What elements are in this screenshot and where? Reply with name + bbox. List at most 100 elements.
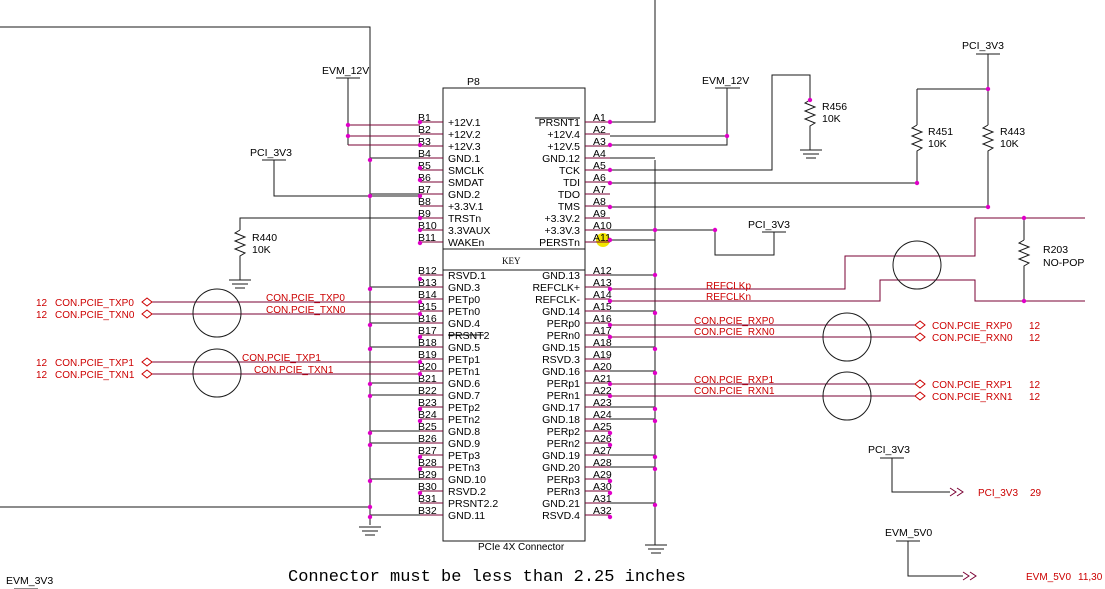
connector-body xyxy=(442,87,586,542)
net-txp0: CON.PCIE_TXP0 xyxy=(266,293,345,304)
left-offpage-net: CON.PCIE_TXP0 xyxy=(55,298,134,309)
junction-dot xyxy=(985,86,991,92)
r456-body xyxy=(803,99,817,150)
r203-body xyxy=(1017,239,1031,301)
left-pin-name: GND.6 xyxy=(448,378,480,390)
junction-dot xyxy=(417,276,423,282)
r440-ground xyxy=(229,279,251,289)
prsnt1-wire xyxy=(610,0,656,123)
junction-dot xyxy=(417,142,423,148)
r451-value: 10K xyxy=(928,138,947,150)
left-pin-number: B29 xyxy=(418,469,437,481)
length-note: Connector must be less than 2.25 inches xyxy=(288,568,686,587)
junction-dot xyxy=(724,133,730,139)
junction-dot xyxy=(607,180,613,186)
junction-dot xyxy=(417,371,423,377)
left-pin-number: B14 xyxy=(418,289,437,301)
right-pin-number: A2 xyxy=(593,124,606,136)
junction-dot xyxy=(367,478,373,484)
net-rxn0: CON.PCIE_RXN0 xyxy=(694,327,775,338)
left-pin-number: B8 xyxy=(418,196,431,208)
junction-dot xyxy=(712,227,718,233)
right-pin-name: GND.15 xyxy=(542,342,580,354)
right-pin-name: PERSTn xyxy=(539,237,580,249)
right-pin-number: A12 xyxy=(593,265,612,277)
tx0-diffpair-circle xyxy=(192,288,242,338)
gnd-bus-wire xyxy=(0,26,371,525)
left-pin-number: B2 xyxy=(418,124,431,136)
junction-dot xyxy=(652,310,658,316)
left-pin-name: TRSTn xyxy=(448,213,481,225)
right-pin-number: A17 xyxy=(593,325,612,337)
left-pin-number: B27 xyxy=(418,445,437,457)
left-pin-name: RSVD.1 xyxy=(448,270,486,282)
right-pin-number: A9 xyxy=(593,208,606,220)
left-pin-number: B26 xyxy=(418,433,437,445)
r440-ref: R440 xyxy=(252,232,277,244)
right-pin-name: RSVD.4 xyxy=(542,510,580,522)
evm5v0-wire xyxy=(896,540,963,577)
left-offpage-diamond xyxy=(141,309,153,319)
right-pin-name: PERn3 xyxy=(547,486,580,498)
left-pin-number: B19 xyxy=(418,349,437,361)
left-offpage-diamond xyxy=(141,369,153,379)
right-pin-name: REFCLK+ xyxy=(532,282,580,294)
junction-dot xyxy=(367,381,373,387)
junction-dot xyxy=(652,227,658,233)
right-pin-number: A25 xyxy=(593,421,612,433)
left-pin-number: B17 xyxy=(418,325,437,337)
r451-body xyxy=(610,124,924,184)
right-pin-number: A7 xyxy=(593,184,606,196)
junction-dot xyxy=(417,177,423,183)
r456-wire xyxy=(610,74,811,171)
evm12v-left-label: EVM_12V xyxy=(322,65,369,77)
right-pin-number: A4 xyxy=(593,148,606,160)
left-pin-number: B10 xyxy=(418,220,437,232)
right-pin-name: GND.17 xyxy=(542,402,580,414)
right-pin-name: RSVD.3 xyxy=(542,354,580,366)
right-pin-number: A21 xyxy=(593,373,612,385)
left-pin-name: SMCLK xyxy=(448,165,484,177)
pci3v3-port-net: PCI_3V3 xyxy=(978,488,1018,499)
junction-group xyxy=(345,86,1027,520)
left-pin-name: PETp0 xyxy=(448,294,480,306)
left-pin-name: GND.8 xyxy=(448,426,480,438)
right-pin-number: A22 xyxy=(593,385,612,397)
left-pin-name: PETn0 xyxy=(448,306,480,318)
left-offpage-net: CON.PCIE_TXN1 xyxy=(55,370,135,381)
connector-ref: P8 xyxy=(467,76,480,88)
right-pin-name: TCK xyxy=(559,165,580,177)
junction-dot xyxy=(417,490,423,496)
right-pin-name: PERn2 xyxy=(547,438,580,450)
right-pin-name: TMS xyxy=(558,201,580,213)
junction-dot xyxy=(345,122,351,128)
left-offpage-page: 12 xyxy=(36,358,48,369)
evm3v3-label: EVM_3V3 xyxy=(6,575,53,587)
junction-dot xyxy=(345,133,351,139)
left-offpage-net: CON.PCIE_TXP1 xyxy=(55,358,134,369)
tx1-diffpair-circle xyxy=(192,348,242,398)
left-pin-name: PETp1 xyxy=(448,354,480,366)
right-offpage-diamond xyxy=(914,332,926,342)
junction-dot xyxy=(652,502,658,508)
evm12v-left-taps xyxy=(348,124,420,146)
right-pin-number: A20 xyxy=(593,361,612,373)
pci3v3-bottom-wire xyxy=(880,457,950,493)
left-pin-name: GND.7 xyxy=(448,390,480,402)
pci3v3-bottom-label: PCI_3V3 xyxy=(868,444,910,456)
r451-ref: R451 xyxy=(928,126,953,138)
junction-dot xyxy=(607,393,613,399)
left-offpage-diamond xyxy=(141,357,153,367)
right-pin-number: A18 xyxy=(593,337,612,349)
right-pin-name: GND.21 xyxy=(542,498,580,510)
right-offpage-net: CON.PCIE_RXP1 xyxy=(932,380,1012,391)
r443-value: 10K xyxy=(1000,138,1019,150)
rx-wires xyxy=(610,324,915,397)
left-pin-name: RSVD.2 xyxy=(448,486,486,498)
junction-dot xyxy=(367,286,373,292)
junction-dot xyxy=(607,142,613,148)
left-pin-name: PETn2 xyxy=(448,414,480,426)
right-pin-name: PERn0 xyxy=(547,330,580,342)
left-pin-number: B16 xyxy=(418,313,437,325)
